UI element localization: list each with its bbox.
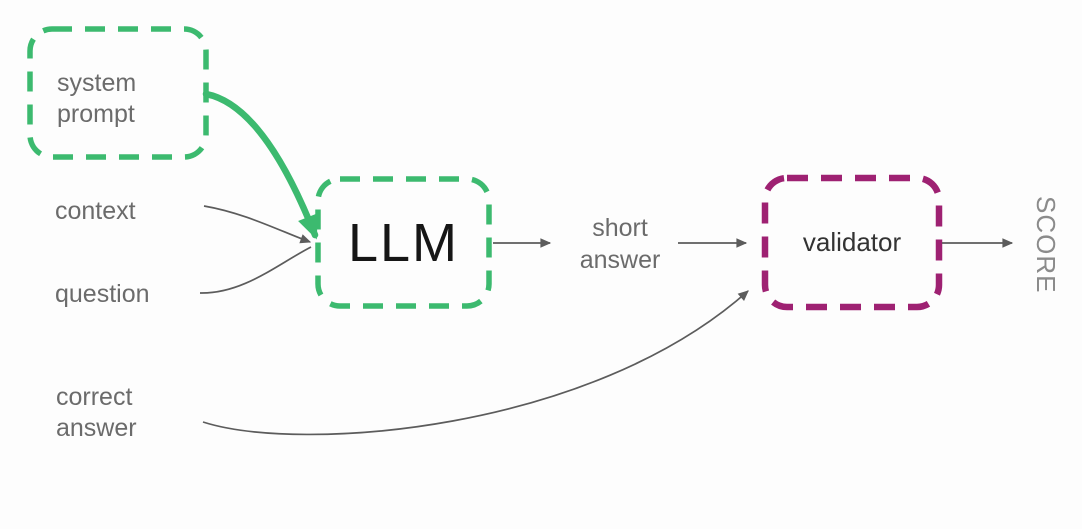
- llm-box: [315, 176, 492, 309]
- system-prompt-to-llm-arrow: [202, 90, 319, 240]
- system-prompt-node-label: system prompt: [57, 68, 136, 130]
- correct-answer-to-validator-arrow: [202, 290, 749, 436]
- system-prompt-line2: prompt: [57, 100, 135, 128]
- context-label: context: [55, 197, 136, 225]
- short-answer-line2: answer: [579, 246, 661, 274]
- system-prompt-line1: system: [57, 69, 137, 97]
- llm-node-label: LLM: [347, 212, 460, 273]
- validator-node-label: validator: [802, 227, 902, 257]
- short-answer-line1: short: [592, 214, 648, 242]
- context-to-llm-line: [203, 205, 312, 244]
- question-to-llm-line: [199, 246, 312, 294]
- question-label: question: [55, 280, 150, 308]
- validator-box: [761, 174, 943, 311]
- score-label: SCORE: [1031, 196, 1061, 294]
- correct-answer-line2: answer: [56, 414, 137, 442]
- correct-answer-line1: correct: [56, 383, 133, 411]
- short-answer-label: short answer: [558, 212, 682, 276]
- correct-answer-label: correct answer: [56, 382, 137, 444]
